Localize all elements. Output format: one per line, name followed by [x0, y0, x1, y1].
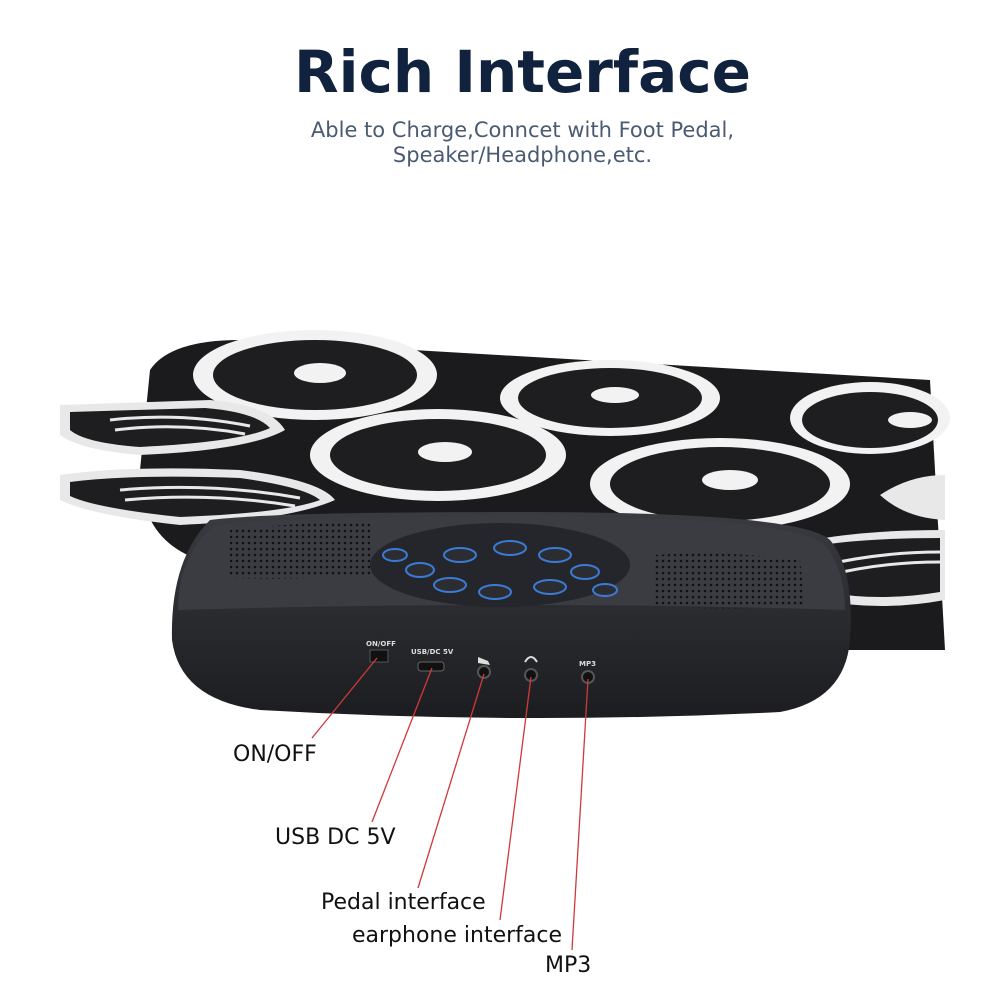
callout-pedal: Pedal interface — [321, 890, 486, 915]
page-subtitle: Able to Charge,Conncet with Foot Pedal, … — [0, 118, 1000, 168]
callout-line-on-off — [311, 657, 378, 739]
usb-marking: USB/DC 5V — [411, 648, 454, 656]
page-title: Rich Interface — [293, 38, 752, 106]
callout-mp3: MP3 — [545, 953, 592, 978]
speaker-grille-right — [655, 553, 805, 609]
callout-lines — [311, 657, 589, 951]
subtitle-line-2: Speaker/Headphone,etc. — [392, 143, 653, 167]
callout-line-usb — [371, 667, 433, 823]
mp3-marking: MP3 — [579, 660, 596, 668]
callout-earphone: earphone interface — [352, 923, 563, 948]
subtitle-line-1: Able to Charge,Conncet with Foot Pedal, — [310, 118, 735, 142]
headphone-marking-icon — [524, 656, 538, 663]
speaker-grille-left — [230, 522, 370, 579]
drum-pads — [60, 330, 950, 606]
callout-line-pedal — [417, 673, 485, 889]
on-off-switch — [369, 649, 389, 663]
pedal-jack — [477, 665, 491, 679]
callout-usb: USB DC 5V — [275, 825, 396, 850]
callout-on-off: ON/OFF — [233, 742, 317, 767]
pedal-marking-icon — [478, 657, 490, 665]
control-buttons — [382, 540, 618, 600]
on-off-marking: ON/OFF — [366, 640, 396, 648]
callout-line-earphone — [499, 676, 532, 921]
callout-line-mp3 — [571, 678, 589, 951]
